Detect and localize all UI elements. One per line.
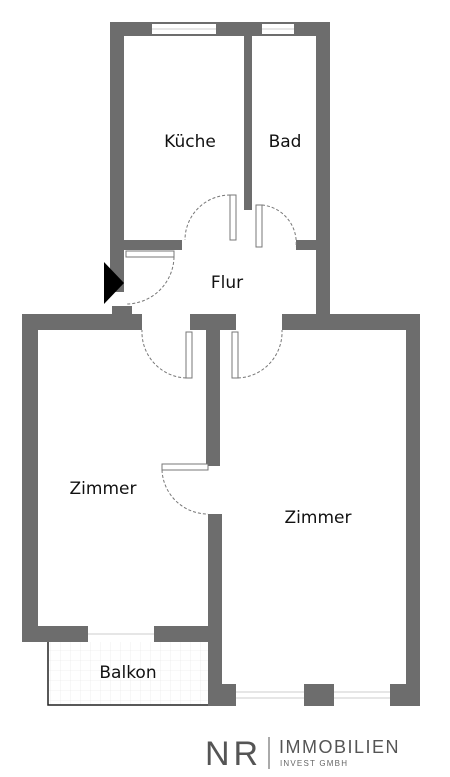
wall-outer-right	[406, 314, 420, 706]
logo-name: IMMOBILIEN	[279, 737, 400, 757]
wall-bottom-right-a	[208, 684, 236, 706]
wall-upper-left	[110, 22, 124, 292]
window-zimmer-right-b	[334, 686, 390, 704]
door-swing-kitchen	[184, 194, 231, 241]
wall-mid-left	[22, 314, 142, 330]
wall-bottom-right-c	[390, 684, 420, 706]
label-balkon: Balkon	[99, 663, 156, 683]
label-zimmer-left: Zimmer	[70, 479, 137, 499]
wall-pillar	[112, 306, 132, 316]
wall-bottom-mid	[154, 626, 222, 642]
wall-mid-center	[190, 314, 236, 330]
bottom-mullions	[88, 633, 390, 699]
door-leaf-bath	[255, 204, 263, 248]
wall-divider-upper	[206, 330, 220, 466]
walls	[22, 22, 420, 706]
door-swing-bath	[261, 204, 297, 248]
doors	[125, 194, 297, 515]
balcony-floor	[48, 642, 208, 705]
window-zimmer-right-a	[236, 686, 304, 704]
label-flur: Flur	[211, 273, 243, 293]
wall-bottom-left	[22, 626, 88, 642]
wall-bath-bottom	[296, 240, 316, 250]
door-leaf-interior	[161, 463, 209, 471]
wall-kitchen-bath-divider	[244, 36, 252, 210]
wall-top	[110, 22, 328, 36]
wall-mid-right	[282, 314, 420, 330]
door-swing-entrance	[125, 256, 175, 305]
company-logo: NR IMMOBILIEN INVEST GMBH	[205, 735, 400, 773]
balcony	[47, 642, 210, 706]
logo-initials: NR	[205, 735, 262, 773]
door-leaf-entrance	[125, 250, 175, 258]
door-swing-zimmer-left	[141, 329, 187, 379]
door-swing-zimmer-right	[237, 329, 283, 379]
label-kueche: Küche	[164, 132, 216, 152]
label-zimmer-right: Zimmer	[285, 508, 352, 528]
wall-upper-right	[316, 22, 330, 318]
label-bad: Bad	[269, 132, 302, 152]
bottom-windows	[88, 628, 390, 704]
logo-subtitle: INVEST GMBH	[280, 759, 348, 768]
wall-kitchen-bottom	[124, 240, 182, 250]
wall-bottom-right-b	[304, 684, 334, 706]
entrance-arrow-icon	[104, 262, 124, 304]
door-leaf-zimmer-left	[185, 331, 193, 379]
balcony-railing	[47, 642, 210, 706]
wall-divider-lower	[208, 514, 222, 706]
door-leaf-zimmer-right	[231, 331, 239, 379]
door-swing-interior	[161, 469, 209, 515]
door-leaf-kitchen	[229, 194, 237, 241]
wall-outer-left	[22, 314, 38, 640]
